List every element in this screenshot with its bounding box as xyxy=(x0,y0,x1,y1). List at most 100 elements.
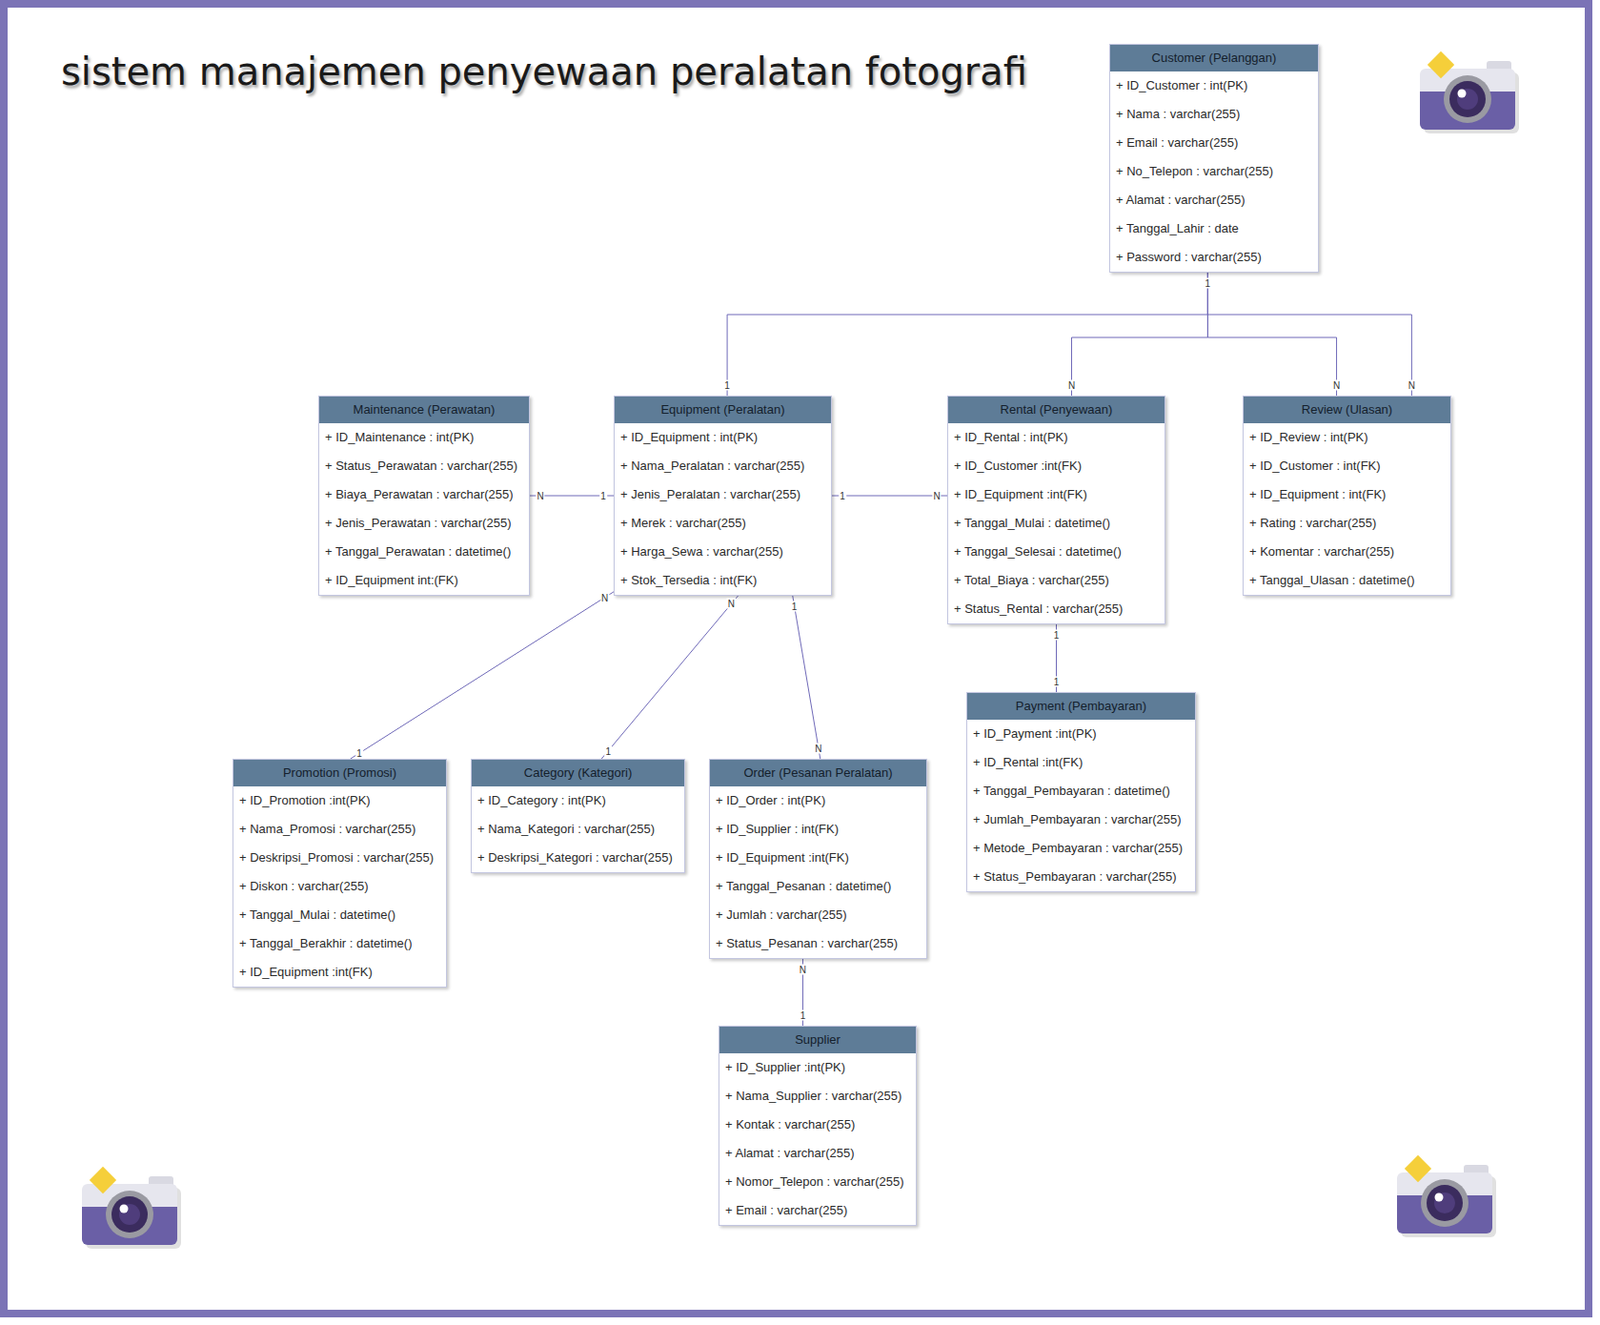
attribute-row: + Deskripsi_Promosi : varchar(255) xyxy=(233,843,446,872)
attribute-row: + ID_Supplier :int(PK) xyxy=(719,1053,916,1082)
cardinality-label: N xyxy=(931,490,941,502)
attribute-row: + Tanggal_Pesanan : datetime() xyxy=(709,871,927,901)
entity-table: Payment (Pembayaran)+ ID_Payment :int(PK… xyxy=(966,691,1196,892)
attribute-row: + Tanggal_Mulai : datetime() xyxy=(948,508,1165,538)
attribute-row: + ID_Equipment :int(FK) xyxy=(709,843,927,872)
entity-table: Supplier+ ID_Supplier :int(PK)+ Nama_Sup… xyxy=(718,1025,917,1226)
table-header: Review (Ulasan) xyxy=(1243,396,1451,424)
entity-table: Review (Ulasan)+ ID_Review : int(PK)+ ID… xyxy=(1242,395,1452,596)
relationship-line xyxy=(1207,272,1412,396)
attribute-row: + Alamat : varchar(255) xyxy=(1110,185,1318,215)
camera-icon xyxy=(81,1166,182,1249)
cardinality-label: 1 xyxy=(355,748,364,759)
attribute-row: + Deskripsi_Kategori : varchar(255) xyxy=(471,843,685,872)
relationship-line xyxy=(792,595,821,759)
attribute-row: + Nama_Kategori : varchar(255) xyxy=(471,814,685,844)
relationship-line xyxy=(1207,272,1337,396)
attribute-row: + Rating : varchar(255) xyxy=(1243,508,1451,538)
attribute-row: + ID_Supplier : int(FK) xyxy=(709,814,927,844)
table-header: Rental (Penyewaan) xyxy=(948,396,1165,424)
cardinality-label: 1 xyxy=(723,380,731,391)
cardinality-label: N xyxy=(813,743,823,754)
attribute-row: + Status_Rental : varchar(255) xyxy=(948,594,1165,624)
attribute-row: + Tanggal_Lahir : date xyxy=(1110,214,1318,244)
table-header: Customer (Pelanggan) xyxy=(1110,44,1318,72)
table-header: Payment (Pembayaran) xyxy=(967,692,1195,720)
attribute-row: + No_Telepon : varchar(255) xyxy=(1110,157,1318,186)
cardinality-label: N xyxy=(535,490,545,502)
attribute-row: + ID_Rental : int(PK) xyxy=(948,423,1165,452)
attribute-row: + Jenis_Perawatan : varchar(255) xyxy=(319,508,529,538)
attribute-row: + Alamat : varchar(255) xyxy=(719,1138,916,1168)
attribute-row: + Nama_Supplier : varchar(255) xyxy=(719,1081,916,1111)
table-header: Maintenance (Perawatan) xyxy=(319,396,529,424)
attribute-row: + Status_Pembayaran : varchar(255) xyxy=(967,862,1195,892)
entity-table: Customer (Pelanggan)+ ID_Customer : int(… xyxy=(1109,43,1319,273)
cardinality-label: N xyxy=(727,598,736,609)
attribute-row: + ID_Order : int(PK) xyxy=(709,786,927,815)
attribute-row: + Jenis_Peralatan : varchar(255) xyxy=(614,480,831,509)
attribute-row: + Stok_Tersedia : int(FK) xyxy=(614,566,831,595)
entity-table: Equipment (Peralatan)+ ID_Equipment : in… xyxy=(613,395,832,596)
attribute-row: + Harga_Sewa : varchar(255) xyxy=(614,537,831,567)
attribute-row: + Tanggal_Perawatan : datetime() xyxy=(319,537,529,567)
attribute-row: + Merek : varchar(255) xyxy=(614,508,831,538)
attribute-row: + ID_Equipment : int(PK) xyxy=(614,423,831,452)
camera-icon xyxy=(1397,1154,1497,1237)
entity-table: Promotion (Promosi)+ ID_Promotion :int(P… xyxy=(232,758,447,988)
attribute-row: + ID_Equipment : int(FK) xyxy=(1243,480,1451,509)
attribute-row: + Kontak : varchar(255) xyxy=(719,1110,916,1139)
cardinality-label: 1 xyxy=(838,490,847,502)
attribute-row: + Diskon : varchar(255) xyxy=(233,871,446,901)
diagram-title: sistem manajemen penyewaan peralatan fot… xyxy=(60,49,1028,94)
attribute-row: + Biaya_Perawatan : varchar(255) xyxy=(319,480,529,509)
attribute-row: + Email : varchar(255) xyxy=(719,1195,916,1225)
attribute-row: + ID_Maintenance : int(PK) xyxy=(319,423,529,452)
cardinality-label: N xyxy=(798,964,808,975)
relationship-line xyxy=(831,495,948,497)
camera-icon xyxy=(1419,51,1519,134)
cardinality-label: 1 xyxy=(1053,629,1061,641)
attribute-row: + Tanggal_Selesai : datetime() xyxy=(948,537,1165,567)
table-header: Category (Kategori) xyxy=(471,759,685,787)
cardinality-label: N xyxy=(600,591,609,603)
attribute-row: + Nomor_Telepon : varchar(255) xyxy=(719,1167,916,1196)
attribute-row: + ID_Equipment :int(FK) xyxy=(233,957,446,987)
table-header: Order (Pesanan Peralatan) xyxy=(709,759,927,787)
attribute-row: + ID_Rental :int(FK) xyxy=(967,748,1195,777)
relationship-line xyxy=(727,272,1208,396)
cardinality-label: 1 xyxy=(1053,676,1061,688)
attribute-row: + ID_Customer : int(PK) xyxy=(1110,71,1318,101)
attribute-row: + Email : varchar(255) xyxy=(1110,128,1318,158)
attribute-row: + Status_Perawatan : varchar(255) xyxy=(319,451,529,481)
attribute-row: + Nama : varchar(255) xyxy=(1110,100,1318,129)
cardinality-label: N xyxy=(1332,380,1341,391)
attribute-row: + ID_Customer : int(FK) xyxy=(1243,451,1451,481)
attribute-row: + Total_Biaya : varchar(255) xyxy=(948,566,1165,595)
attribute-row: + Tanggal_Mulai : datetime() xyxy=(233,900,446,930)
entity-table: Category (Kategori)+ ID_Category : int(P… xyxy=(470,758,686,873)
attribute-row: + ID_Promotion :int(PK) xyxy=(233,786,446,815)
attribute-row: + Nama_Peralatan : varchar(255) xyxy=(614,451,831,481)
attribute-row: + Jumlah_Pembayaran : varchar(255) xyxy=(967,805,1195,834)
attribute-row: + Metode_Pembayaran : varchar(255) xyxy=(967,833,1195,863)
cardinality-label: 1 xyxy=(1204,278,1213,289)
table-header: Promotion (Promosi) xyxy=(233,759,446,787)
table-header: Supplier xyxy=(719,1026,916,1054)
frame-border xyxy=(3,3,1589,1314)
entity-table: Rental (Penyewaan)+ ID_Rental : int(PK)+… xyxy=(947,395,1166,625)
attribute-row: + ID_Equipment int:(FK) xyxy=(319,566,529,595)
attribute-row: + ID_Review : int(PK) xyxy=(1243,423,1451,452)
cardinality-label: N xyxy=(1067,380,1076,391)
attribute-row: + ID_Customer :int(FK) xyxy=(948,451,1165,481)
relationship-line xyxy=(1072,272,1209,396)
attribute-row: + Tanggal_Berakhir : datetime() xyxy=(233,929,446,958)
cardinality-label: 1 xyxy=(799,1010,808,1021)
relationship-line xyxy=(350,591,614,759)
attribute-row: + ID_Equipment :int(FK) xyxy=(948,480,1165,509)
attribute-row: + Komentar : varchar(255) xyxy=(1243,537,1451,567)
attribute-row: + Password : varchar(255) xyxy=(1110,243,1318,272)
attribute-row: + ID_Payment :int(PK) xyxy=(967,719,1195,749)
table-header: Equipment (Peralatan) xyxy=(614,396,831,424)
